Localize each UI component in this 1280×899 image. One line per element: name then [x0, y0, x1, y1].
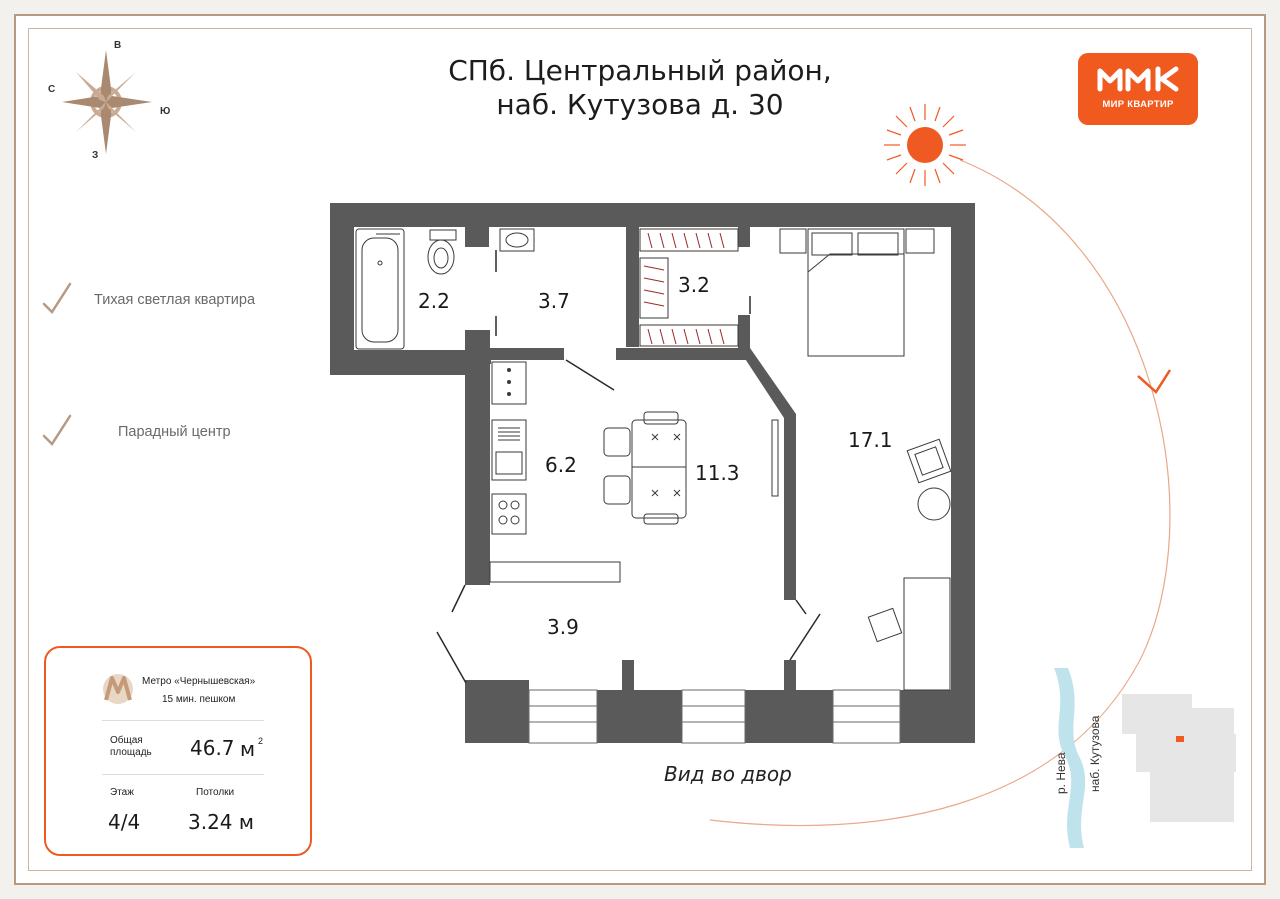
- divider: [102, 774, 264, 775]
- compass: В С Ю З: [40, 36, 190, 166]
- room-area-hall: 3.9: [547, 615, 579, 639]
- area-label-line-1: Общая: [110, 735, 143, 746]
- feature-quiet-text: Тихая светлая квартира: [94, 292, 256, 308]
- compass-east-label: Ю: [160, 106, 171, 117]
- map-street-label: наб. Кутузова: [1088, 715, 1102, 792]
- map-river-label: р. Нева: [1054, 752, 1068, 794]
- view-caption: Вид во двор: [664, 762, 792, 786]
- compass-south-label: З: [92, 150, 99, 161]
- feature-center: Парадный центр: [42, 414, 302, 454]
- compass-rose-icon: [62, 50, 152, 154]
- floor-value: 4/4: [108, 810, 141, 834]
- brand-logo: МИР КВАРТИР: [1078, 53, 1198, 125]
- brand-name: МИР КВАРТИР: [1102, 99, 1174, 110]
- check-icon: [42, 414, 72, 446]
- room-area-wardrobe: 3.2: [678, 273, 710, 297]
- page-title: СПб. Центральный район, наб. Кутузова д.…: [440, 54, 840, 122]
- metro-walk-time: 15 мин. пешком: [162, 694, 236, 705]
- feature-center-text: Парадный центр: [118, 424, 231, 440]
- inner-frame: [28, 28, 1252, 871]
- check-icon: [42, 282, 72, 314]
- area-unit-superscript: 2: [258, 736, 264, 746]
- area-label-line-2: площадь: [110, 747, 152, 758]
- location-map: [1054, 668, 1236, 848]
- metro-icon: [103, 674, 133, 704]
- metro-name: Метро «Чернышевская»: [142, 676, 256, 687]
- ceiling-label: Потолки: [196, 787, 235, 798]
- floor-label: Этаж: [110, 787, 134, 798]
- title-line-2: наб. Кутузова д. 30: [496, 88, 784, 121]
- room-area-bathroom: 2.2: [418, 289, 450, 313]
- room-area-bedroom: 17.1: [848, 428, 893, 452]
- info-card: Метро «Чернышевская» 15 мин. пешком Обща…: [44, 646, 312, 856]
- divider: [102, 720, 264, 721]
- area-label: Общая площадь: [110, 735, 170, 759]
- area-unit: м: [240, 737, 256, 761]
- room-area-dining: 11.3: [695, 461, 740, 485]
- compass-north-label: В: [114, 40, 122, 51]
- feature-quiet: Тихая светлая квартира: [42, 282, 302, 322]
- ceiling-value: 3.24 м: [188, 810, 254, 834]
- room-area-kitchen: 6.2: [545, 453, 577, 477]
- room-area-toilet: 3.7: [538, 289, 570, 313]
- area-value: 46.7: [190, 736, 235, 760]
- brand-logo-icon: [1097, 66, 1179, 92]
- title-line-1: СПб. Центральный район,: [448, 54, 832, 87]
- compass-west-label: С: [48, 84, 56, 95]
